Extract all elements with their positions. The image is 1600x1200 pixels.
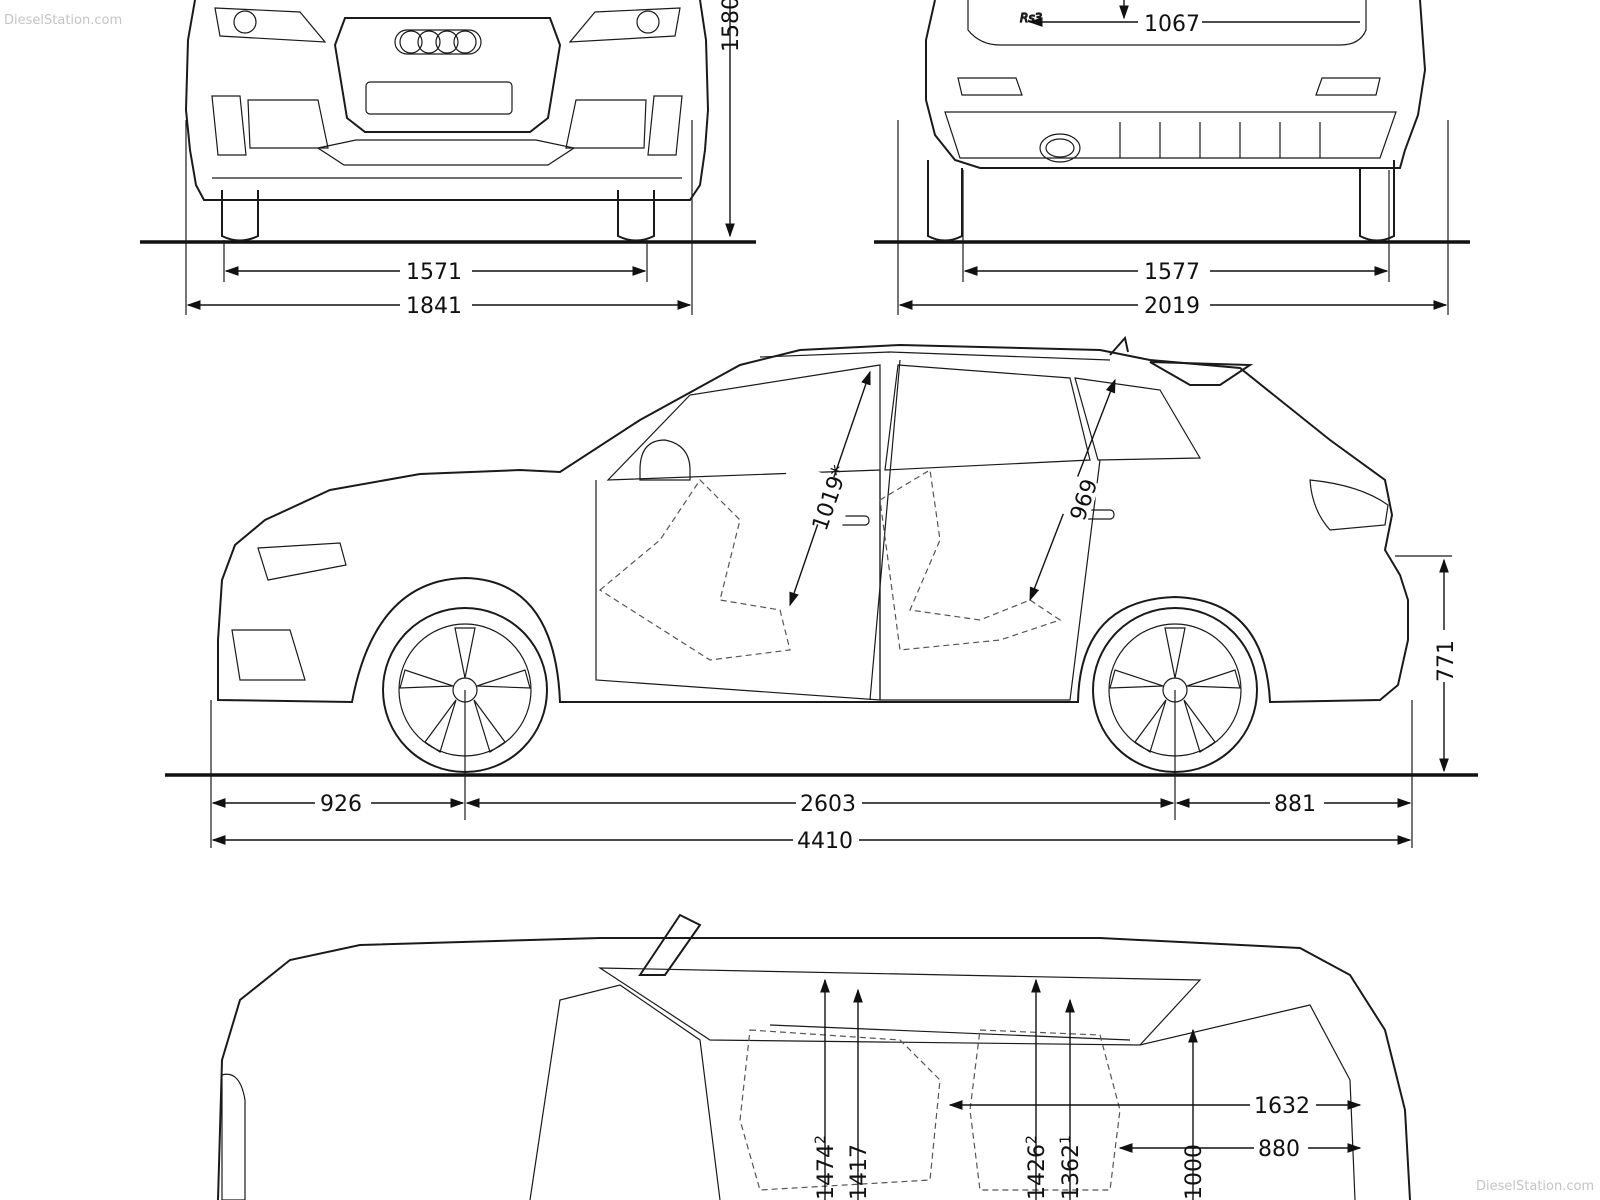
top-body-outline xyxy=(217,937,1411,1200)
front-right-wheel xyxy=(617,190,655,242)
front-body-outline xyxy=(184,0,710,201)
front-grille xyxy=(333,17,562,133)
front-width-label-bg xyxy=(400,290,472,318)
rear-left-reflector xyxy=(957,77,1023,96)
front-lower-grille xyxy=(316,139,576,166)
top-rear-width-b-label: 13621 xyxy=(1058,1135,1084,1200)
b-pillar-line xyxy=(869,359,901,701)
top-cargo-width-label: 1000 xyxy=(1182,1144,1207,1200)
sill-height-label: 771 xyxy=(1434,640,1459,682)
front-view: 1580 1571 1841 xyxy=(140,0,756,319)
watermark-bottom-right: DieselStation.com xyxy=(1476,1179,1594,1194)
top-mirror xyxy=(638,913,702,976)
rear-spoiler xyxy=(1149,361,1254,386)
front-right-headlight xyxy=(568,7,681,43)
front-overhang-label-bg xyxy=(315,788,371,816)
rear-width-label: 2019 xyxy=(1144,294,1200,319)
sill-height-label-bg xyxy=(1432,630,1458,682)
front-left-lamp-ring xyxy=(233,10,257,34)
roof-antenna-icon xyxy=(1109,335,1129,356)
side-quarter-window xyxy=(1074,377,1202,461)
rear-overhang-label: 881 xyxy=(1274,792,1316,817)
rear-seat-outline xyxy=(879,469,1062,651)
front-width-label: 1841 xyxy=(406,294,462,319)
front-height-label: 1580 xyxy=(719,0,744,52)
top-rear-window xyxy=(1139,1004,1356,1200)
diffuser-fins xyxy=(1119,122,1321,158)
side-view: 1019* 969 771 926 2603 881 4410 xyxy=(165,335,1478,854)
rear-headroom-label-bg xyxy=(1039,467,1101,523)
top-rear-width-a-label: 14262 xyxy=(1024,1135,1050,1200)
length-label: 4410 xyxy=(797,829,853,854)
rear-diffuser xyxy=(944,111,1397,159)
wheelbase-label-bg xyxy=(796,788,862,816)
top-rear-width-a-sup: 2 xyxy=(1024,1135,1040,1144)
front-left-headlight xyxy=(214,7,327,43)
rear-body-outline xyxy=(925,0,1427,169)
front-headroom-label-bg xyxy=(773,461,857,533)
rear-overhang-label-bg xyxy=(1270,788,1324,816)
top-front-width-a-sup: 2 xyxy=(813,1135,829,1144)
front-left-intake xyxy=(211,95,247,156)
front-left-honeycomb xyxy=(247,99,329,149)
top-view: 14742 1417 14262 13621 1000 1632 880 xyxy=(217,913,1411,1200)
audi-rings-icon xyxy=(394,29,482,55)
front-left-wheel xyxy=(221,190,259,242)
side-roof-rail xyxy=(759,351,1111,361)
rear-tailgate xyxy=(967,0,1367,46)
rear-track-label-bg xyxy=(1138,256,1210,284)
rear-width-label-bg xyxy=(1138,290,1210,318)
rear-tailgate-label-bg xyxy=(1138,8,1202,36)
front-right-lamp-ring xyxy=(636,10,660,34)
top-luggage-depth-label: 880 xyxy=(1258,1137,1300,1162)
side-body-outline xyxy=(217,343,1409,704)
front-seat-outline xyxy=(598,479,791,661)
side-taillight xyxy=(1309,479,1389,531)
exhaust-tip-icon xyxy=(1039,133,1081,163)
top-rear-seats xyxy=(969,1029,1121,1191)
side-headlight xyxy=(257,542,347,581)
top-rear-width-b-sup: 1 xyxy=(1058,1135,1074,1144)
top-roof-rail xyxy=(769,1024,1131,1041)
top-luggage-length-label: 1632 xyxy=(1254,1094,1310,1119)
rear-view: Rs3 1067 1577 xyxy=(874,0,1470,319)
rear-badge-icon: Rs3 xyxy=(1020,11,1042,25)
top-front-width-b-label: 1417 xyxy=(847,1144,872,1200)
front-license-plate xyxy=(365,81,513,115)
side-rear-window xyxy=(884,364,1091,471)
front-track-label-bg xyxy=(400,256,472,284)
rear-right-reflector xyxy=(1315,77,1381,96)
watermark-top-left: DieselStation.com xyxy=(4,13,122,28)
rear-left-wheel xyxy=(927,160,963,242)
top-grille xyxy=(221,1073,246,1200)
side-front-intake xyxy=(231,629,306,681)
side-front-wheel xyxy=(382,607,548,773)
exhaust-tip-inner xyxy=(1045,138,1075,158)
rear-track-label: 1577 xyxy=(1144,260,1200,285)
rear-tailgate-label: 1067 xyxy=(1144,12,1200,37)
top-front-seats xyxy=(739,1029,941,1191)
wheelbase-label: 2603 xyxy=(800,792,856,817)
front-track-label: 1571 xyxy=(406,260,462,285)
top-luggage-length-label-bg xyxy=(1250,1090,1316,1118)
rear-right-wheel xyxy=(1359,160,1395,242)
side-mirror xyxy=(639,439,691,481)
top-luggage-depth-label-bg xyxy=(1254,1133,1308,1161)
top-front-width-a-label: 14742 xyxy=(813,1135,839,1200)
front-right-intake xyxy=(647,95,683,156)
front-overhang-label: 926 xyxy=(320,792,362,817)
top-windshield xyxy=(529,984,721,1200)
length-label-bg xyxy=(793,825,859,853)
front-right-honeycomb xyxy=(565,99,647,149)
